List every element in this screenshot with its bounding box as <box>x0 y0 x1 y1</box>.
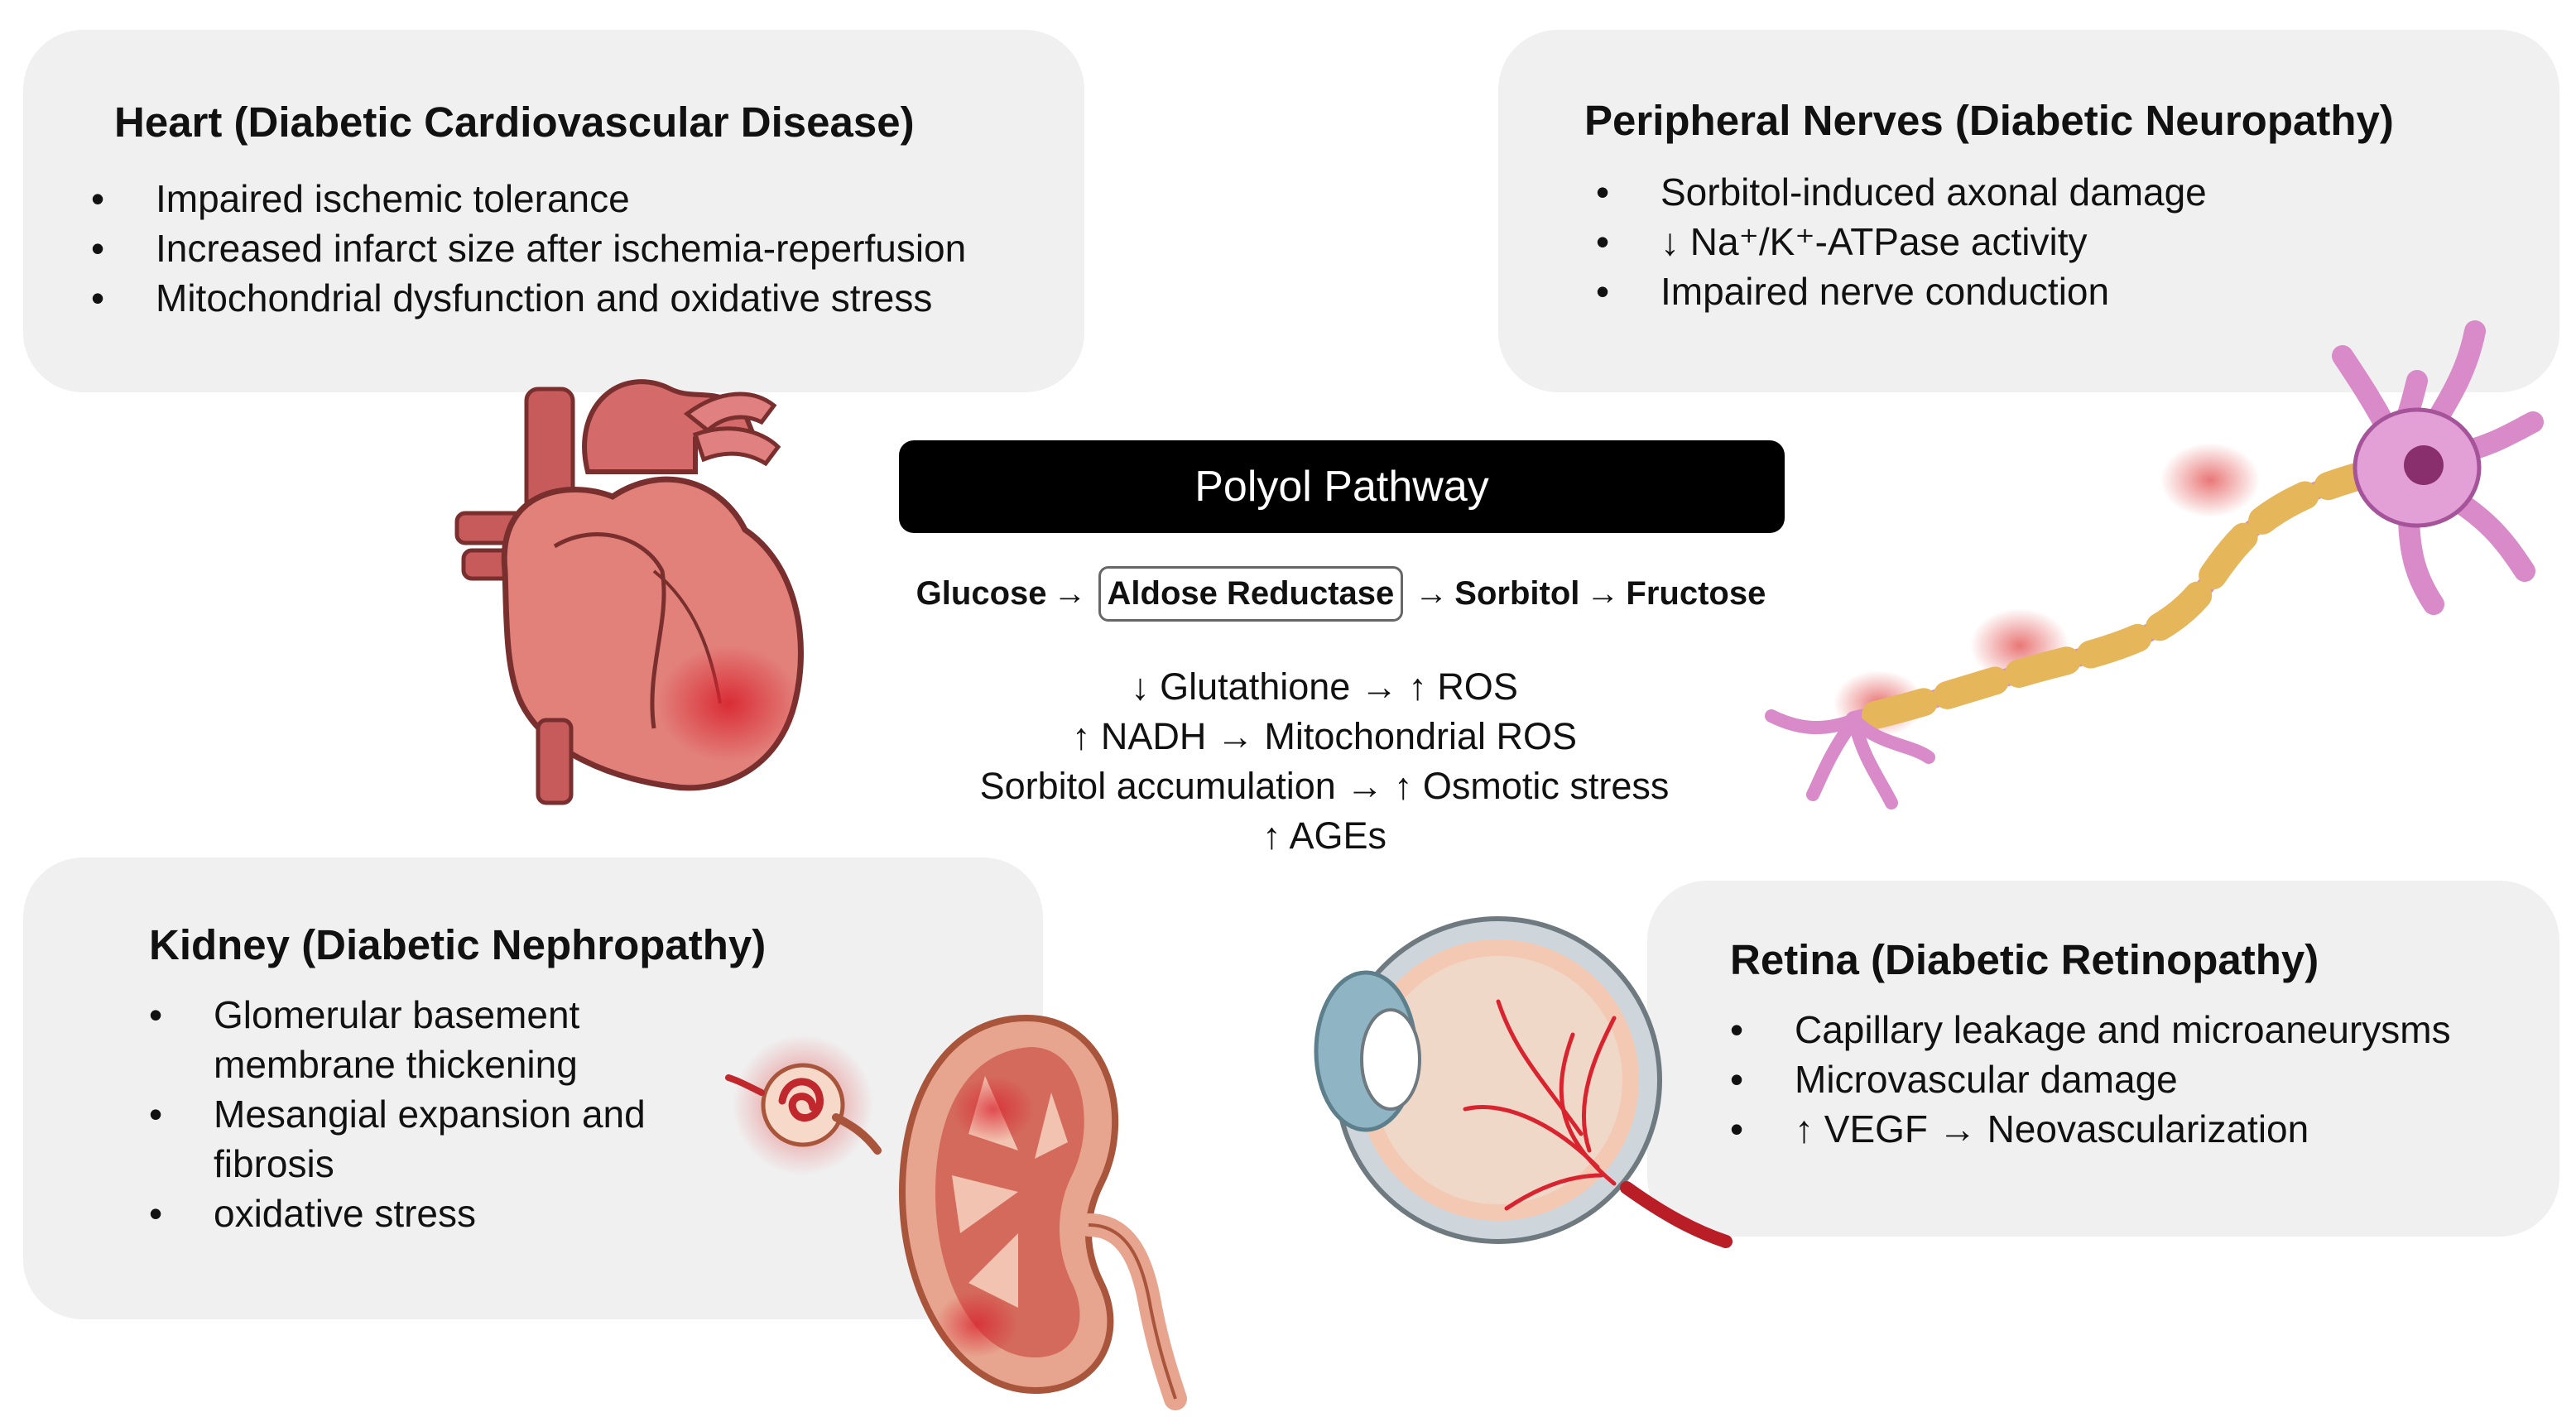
eye-illustration <box>1314 916 1733 1248</box>
list-item: ↓ Na⁺/K⁺-ATPase activity <box>1596 217 2207 267</box>
list-item: oxidative stress <box>149 1189 743 1238</box>
kidney-panel: Kidney (Diabetic Nephropathy) Glomerular… <box>23 857 1043 1319</box>
kidney-effects-list: Glomerular basement membrane thickening … <box>149 990 743 1238</box>
arrow-icon: → <box>1415 574 1449 612</box>
list-item: Mesangial expansion and fibrosis <box>149 1089 743 1189</box>
kidney-panel-title: Kidney (Diabetic Nephropathy) <box>149 921 767 968</box>
enzyme-label: Aldose Reductase <box>1098 565 1404 622</box>
pathway-title-bar: Polyol Pathway <box>899 440 1785 533</box>
effect-line: ↑ NADH → Mitochondrial ROS <box>1071 715 1578 757</box>
list-item: Impaired ischemic tolerance <box>91 174 966 223</box>
heart-panel: Heart (Diabetic Cardiovascular Disease) … <box>23 30 1084 392</box>
retina-panel-title: Retina (Diabetic Retinopathy) <box>1730 936 2319 983</box>
effect-line: ↓ Glutathione → ↑ ROS <box>1131 665 1518 708</box>
arrow-icon: → <box>1586 574 1620 612</box>
list-item: Increased infarct size after ischemia-re… <box>91 223 966 273</box>
neuron-illustration <box>1765 320 2544 809</box>
retina-effects-list: Capillary leakage and microaneurysms Mic… <box>1730 1005 2451 1154</box>
glomerulus-illustration <box>725 1035 882 1175</box>
list-item: Impaired nerve conduction <box>1596 267 2207 316</box>
nerves-panel: Peripheral Nerves (Diabetic Neuropathy) … <box>1498 30 2559 392</box>
effect-line: Sorbitol accumulation → ↑ Osmotic stress <box>979 765 1670 807</box>
product1-label: Sorbitol <box>1454 574 1580 612</box>
list-item: Mitochondrial dysfunction and oxidative … <box>91 273 966 323</box>
list-item: Microvascular damage <box>1730 1054 2451 1104</box>
effect-line: ↑ AGEs <box>1262 814 1387 857</box>
kidney-illustration <box>898 1014 1187 1410</box>
substrate-label: Glucose <box>916 574 1047 612</box>
list-item: Sorbitol-induced axonal damage <box>1596 167 2207 217</box>
heart-effects-list: Impaired ischemic tolerance Increased in… <box>91 174 966 323</box>
pathway-effects: ↓ Glutathione → ↑ ROS ↑ NADH → Mitochond… <box>861 662 1788 861</box>
list-item: Capillary leakage and microaneurysms <box>1730 1005 2451 1054</box>
heart-illustration <box>454 379 804 805</box>
heart-panel-title: Heart (Diabetic Cardiovascular Disease) <box>114 98 915 146</box>
reaction-equation: Glucose → Aldose Reductase → Sorbitol → … <box>886 556 1796 631</box>
nerves-effects-list: Sorbitol-induced axonal damage ↓ Na⁺/K⁺-… <box>1596 167 2207 316</box>
list-item: Glomerular basement membrane thickening <box>149 990 743 1089</box>
product2-label: Fructose <box>1626 574 1766 612</box>
arrow-icon: → <box>1053 574 1087 612</box>
list-item: ↑ VEGF → Neovascularization <box>1730 1104 2451 1154</box>
retina-panel: Retina (Diabetic Retinopathy) Capillary … <box>1647 881 2559 1237</box>
nerves-panel-title: Peripheral Nerves (Diabetic Neuropathy) <box>1584 97 2394 144</box>
